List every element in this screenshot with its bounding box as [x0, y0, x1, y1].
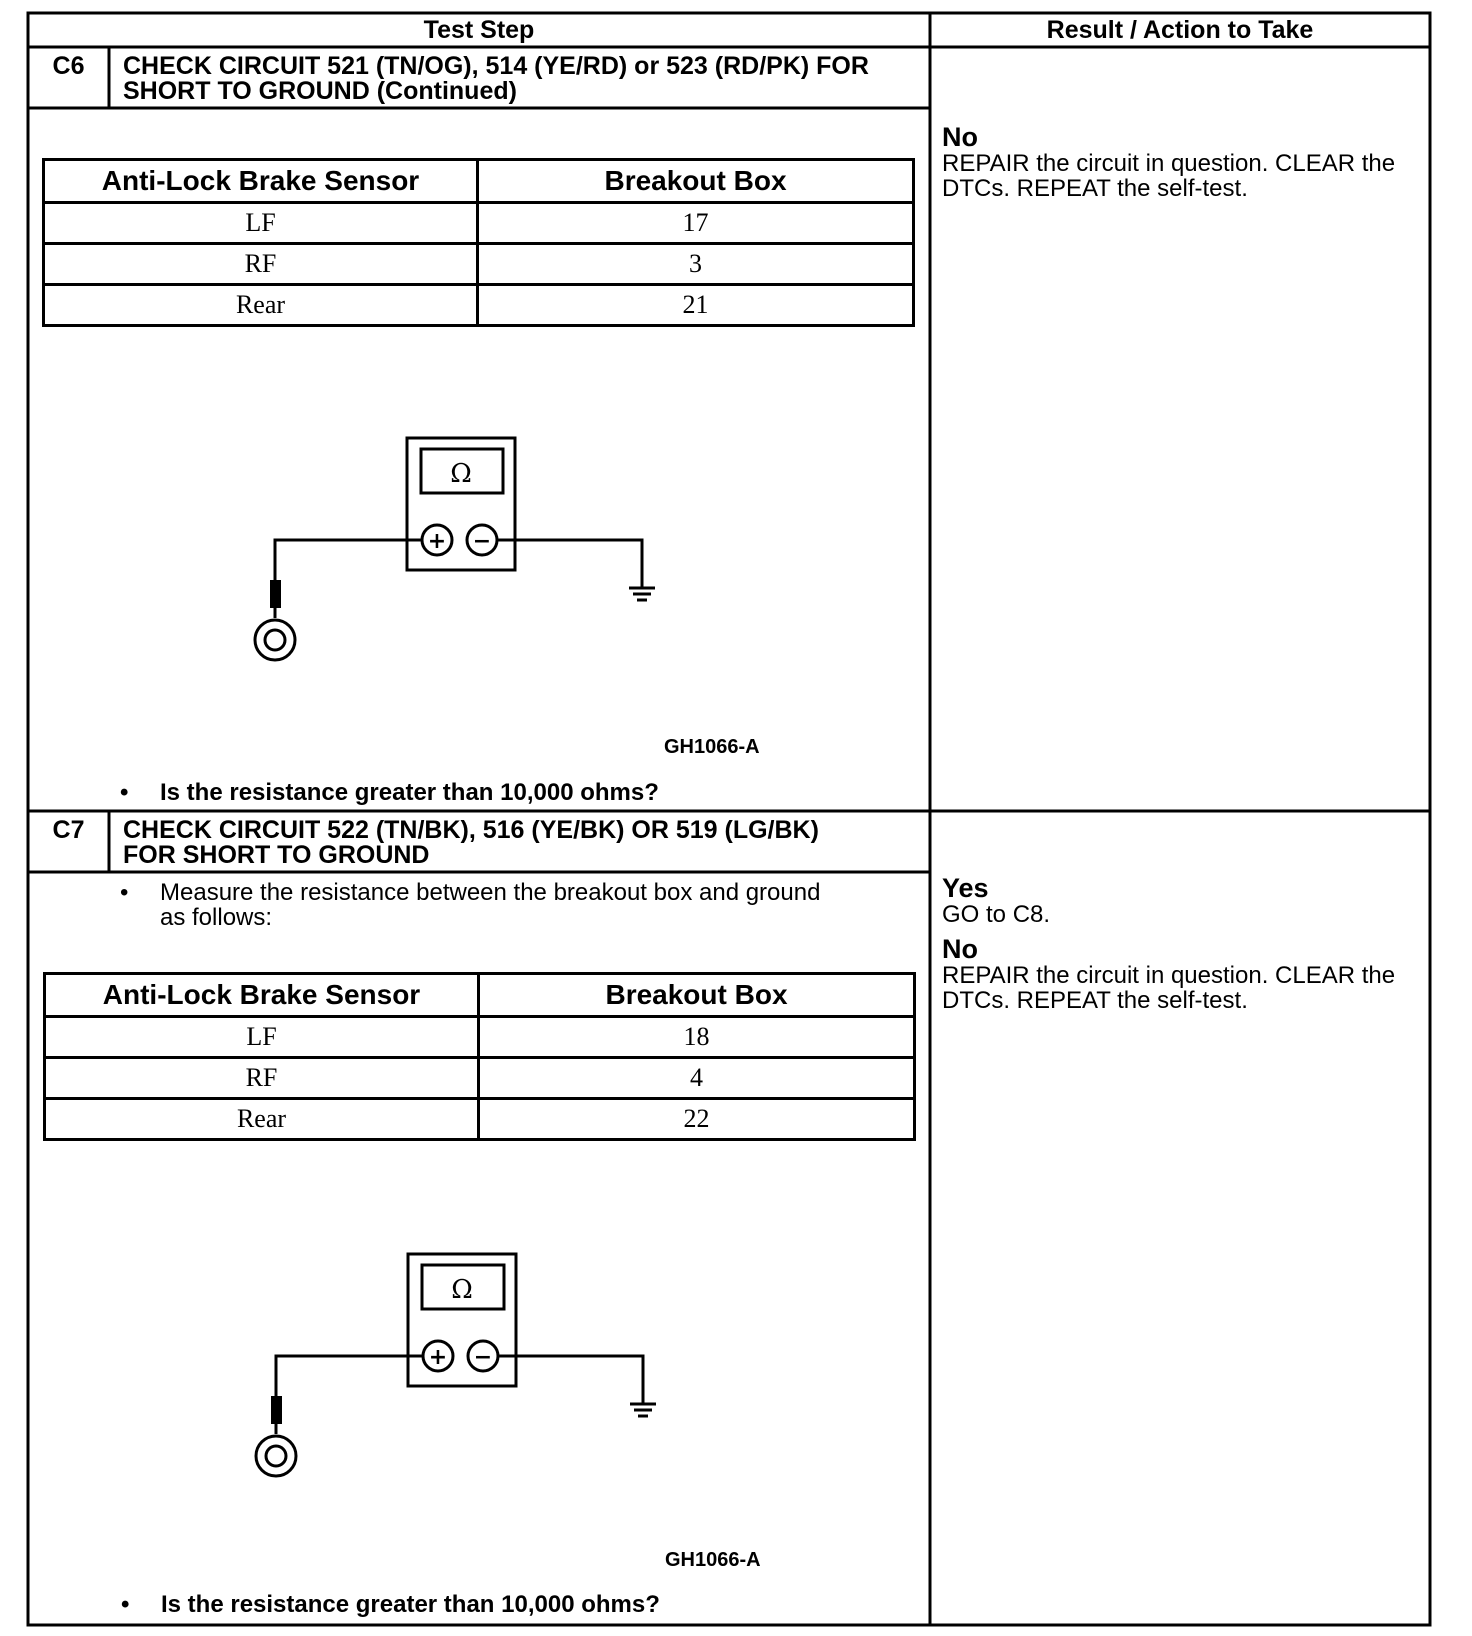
sensor-connector-inner: [264, 1444, 288, 1468]
ohm-symbol: Ω: [451, 1275, 473, 1305]
table-cell: 18: [477, 1015, 916, 1059]
result-c7-yes: Yes GO to C8.: [942, 874, 1432, 927]
plus-symbol: +: [428, 529, 446, 554]
result-label: No: [942, 934, 978, 964]
header-test-step: Test Step: [423, 16, 535, 44]
ohm-symbol: Ω: [450, 459, 472, 489]
table-row: Rear 21: [42, 283, 915, 327]
table-cell: RF: [43, 1056, 480, 1100]
header-result-action: Result / Action to Take: [1046, 16, 1314, 44]
ohmmeter-display: [420, 1263, 506, 1311]
table-cell: 21: [476, 283, 915, 327]
table-cell: Rear: [43, 1097, 480, 1141]
result-c7-no: No REPAIR the circuit in question. CLEAR…: [942, 935, 1432, 1013]
figure-id-c6: GH1066-A: [664, 736, 760, 758]
table-header: Anti-Lock Brake Sensor: [43, 972, 480, 1018]
table-row: RF 4: [43, 1056, 916, 1100]
table-header: Breakout Box: [477, 972, 916, 1018]
plus-symbol: +: [429, 1345, 447, 1370]
question-c6: Is the resistance greater than 10,000 oh…: [160, 779, 659, 806]
probe-icon: [271, 1396, 282, 1424]
step-title-line: CHECK CIRCUIT 521 (TN/OG), 514 (YE/RD) o…: [123, 52, 869, 80]
minus-symbol: −: [474, 1345, 492, 1370]
sensor-connector-inner: [263, 628, 287, 652]
negative-lead-wire: [498, 1354, 645, 1404]
table-cell: 3: [476, 242, 915, 286]
question-c7: Is the resistance greater than 10,000 oh…: [161, 1591, 660, 1618]
sensor-connector-icon: [254, 1434, 298, 1478]
table-row: RF 3: [42, 242, 915, 286]
result-label: Yes: [942, 873, 989, 903]
table-row: Rear 22: [43, 1097, 916, 1141]
ohmmeter-diagram-c7: Ω + −: [254, 1252, 656, 1478]
instruction-line: Measure the resistance between the break…: [160, 879, 821, 906]
ohmmeter-body: [405, 436, 517, 572]
table-cell: RF: [42, 242, 479, 286]
ohmmeter-display: [419, 447, 505, 495]
ohmmeter-diagram-c6: Ω + −: [253, 436, 655, 662]
step-title-c6: CHECK CIRCUIT 521 (TN/OG), 514 (YE/RD) o…: [123, 54, 923, 104]
step-title-c7: CHECK CIRCUIT 522 (TN/BK), 516 (YE/BK) O…: [123, 818, 923, 868]
result-line: GO to C8.: [942, 901, 1051, 928]
ohmmeter-body: [406, 1252, 518, 1388]
step-id-c7: C7: [52, 816, 85, 844]
table-cell: LF: [43, 1015, 480, 1059]
minus-symbol: −: [473, 529, 491, 554]
instruction-c7: Measure the resistance between the break…: [160, 880, 920, 930]
table-cell: Rear: [42, 283, 479, 327]
bullet-icon: •: [120, 779, 129, 806]
result-line: DTCs. REPEAT the self-test.: [942, 987, 1248, 1014]
table-header: Breakout Box: [476, 158, 915, 204]
result-label: No: [942, 122, 978, 152]
probe-icon: [270, 580, 281, 608]
table-cell: 17: [476, 201, 915, 245]
sensor-table-c7: Anti-Lock Brake Sensor Breakout Box LF 1…: [43, 972, 916, 1141]
result-line: DTCs. REPEAT the self-test.: [942, 175, 1248, 202]
negative-lead-wire: [497, 538, 644, 588]
step-title-line: FOR SHORT TO GROUND: [123, 841, 430, 869]
table-row: LF 18: [43, 1015, 916, 1059]
sensor-connector-icon: [253, 618, 297, 662]
result-c6-no: No REPAIR the circuit in question. CLEAR…: [942, 123, 1432, 201]
step-title-line: CHECK CIRCUIT 522 (TN/BK), 516 (YE/BK) O…: [123, 816, 819, 844]
table-cell: 4: [477, 1056, 916, 1100]
positive-lead-wire: [274, 1354, 423, 1398]
bullet-icon: •: [121, 1591, 130, 1618]
step-id-c6: C6: [52, 52, 85, 80]
sensor-table-c6: Anti-Lock Brake Sensor Breakout Box LF 1…: [42, 158, 915, 327]
result-line: REPAIR the circuit in question. CLEAR th…: [942, 962, 1396, 989]
figure-id-c7: GH1066-A: [665, 1549, 761, 1571]
bullet-icon: •: [120, 879, 129, 906]
positive-lead-wire: [273, 538, 422, 582]
instruction-line: as follows:: [160, 904, 273, 931]
table-header: Anti-Lock Brake Sensor: [42, 158, 479, 204]
table-cell: 22: [477, 1097, 916, 1141]
step-title-line: SHORT TO GROUND (Continued): [123, 77, 517, 105]
table-cell: LF: [42, 201, 479, 245]
table-row: LF 17: [42, 201, 915, 245]
result-line: REPAIR the circuit in question. CLEAR th…: [942, 150, 1396, 177]
